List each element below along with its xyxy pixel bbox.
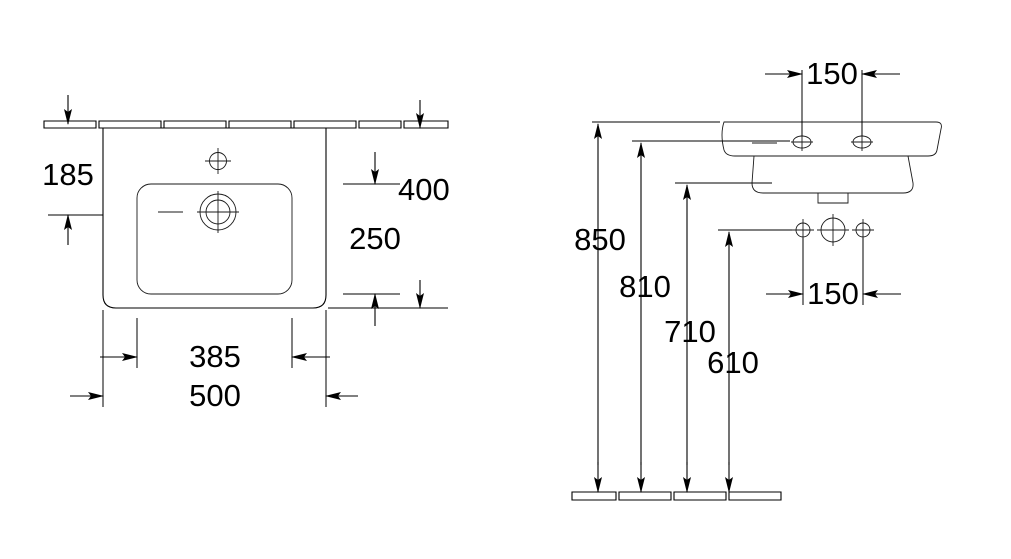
- dim-850-label: 850: [574, 222, 626, 257]
- dim-610-group: 610: [707, 231, 759, 493]
- dim-810-label: 810: [619, 269, 671, 304]
- plan-view-group: 185 250 400 385: [42, 95, 450, 413]
- waste-spigot: [817, 193, 849, 204]
- dim-400-group: 400: [328, 100, 450, 309]
- dim-250-label: 250: [349, 221, 401, 256]
- basin-outer-outline: [103, 128, 326, 308]
- dim-610-label: 610: [707, 345, 759, 380]
- wall-section-icon: [44, 121, 448, 128]
- dim-185-label: 185: [42, 157, 94, 192]
- floor-section-icon: [572, 492, 781, 500]
- dim-850-group: 850: [574, 123, 626, 493]
- dim-400-label: 400: [398, 172, 450, 207]
- dim-250-group: 250: [343, 152, 401, 326]
- supply-connection-icon: [792, 219, 814, 241]
- dim-500-label: 500: [189, 378, 241, 413]
- dim-150-top-group: 150: [765, 56, 900, 91]
- basin-underbody-profile: [751, 155, 914, 194]
- waste-connection-icon: [817, 214, 849, 246]
- basin-bowl-outline: [136, 183, 293, 295]
- dim-185-group: 185: [42, 95, 103, 245]
- drain-outlet-icon: [197, 191, 239, 233]
- elevation-view-group: 150 150: [572, 56, 942, 500]
- dim-500-group: 500: [70, 310, 358, 413]
- basin-rim-profile: [721, 121, 942, 157]
- dim-150-top-label: 150: [806, 56, 858, 91]
- dim-710-group: 710: [664, 184, 716, 493]
- dim-710-label: 710: [664, 314, 716, 349]
- dim-150-bottom-label: 150: [807, 276, 859, 311]
- tap-hole-icon: [205, 148, 231, 174]
- dim-810-group: 810: [619, 142, 671, 493]
- dim-385-label: 385: [189, 339, 241, 374]
- dim-150-bottom-group: 150: [766, 276, 901, 311]
- supply-connection-icon: [852, 219, 874, 241]
- dim-385-group: 385: [100, 318, 330, 374]
